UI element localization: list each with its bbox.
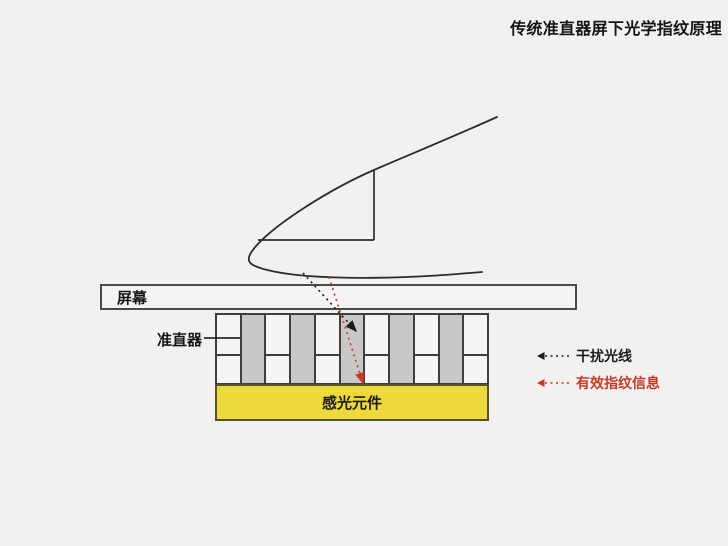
legend-item-interference: 干扰光线	[536, 346, 632, 366]
sensor-rect: 感光元件	[215, 384, 489, 421]
diagram-title: 传统准直器屏下光学指纹原理	[510, 21, 722, 38]
black-dashed-left-arrow-icon	[537, 352, 569, 360]
collimator-wall	[239, 315, 265, 383]
collimator-channel	[264, 315, 290, 383]
collimator-channel	[462, 315, 488, 383]
legend-label-interference: 干扰光线	[576, 348, 632, 364]
collimator-label: 准直器	[156, 332, 202, 349]
collimator-channel	[313, 315, 339, 383]
legend-item-valid: 有效指纹信息	[536, 373, 660, 393]
finger-outline	[247, 116, 498, 279]
legend-label-valid: 有效指纹信息	[576, 375, 660, 391]
sensor-label: 感光元件	[321, 395, 382, 412]
collimator-grid	[215, 313, 489, 385]
collimator-channel	[363, 315, 389, 383]
collimator-wall	[437, 315, 463, 383]
screen-label: 屏幕	[117, 289, 148, 307]
red-dashed-left-arrow-icon	[537, 379, 569, 387]
collimator-wall	[338, 315, 364, 383]
collimator-wall	[388, 315, 413, 383]
collimator-channel	[217, 315, 240, 383]
screen-rect: 屏幕	[100, 284, 577, 310]
collimator-wall	[289, 315, 314, 383]
collimator-channel	[412, 315, 438, 383]
